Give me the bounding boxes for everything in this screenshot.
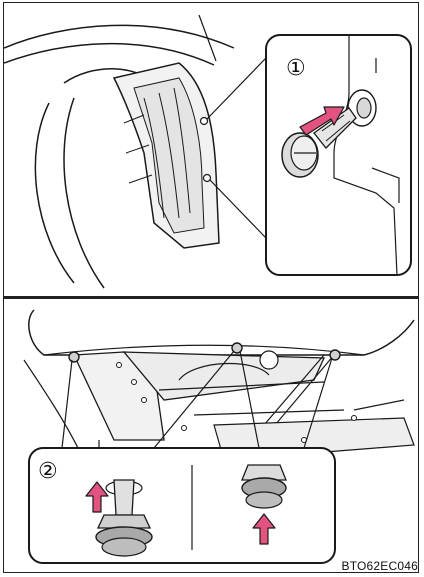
clip-pull-arrow-icon [298,99,348,139]
step-two-marker: ② [38,461,58,483]
top-panel-illustration: ① [4,3,418,295]
clip-push-arrow-icon [84,480,110,514]
underbody-drawing [4,300,418,572]
bottom-panel-illustration: ② [4,300,418,572]
wheel-liner-drawing [4,3,418,295]
image-code-caption: BTO62EC046 [342,559,419,573]
section-divider [3,296,419,299]
clip-push-up-arrow-icon [251,512,277,546]
step-one-marker: ① [286,58,306,80]
